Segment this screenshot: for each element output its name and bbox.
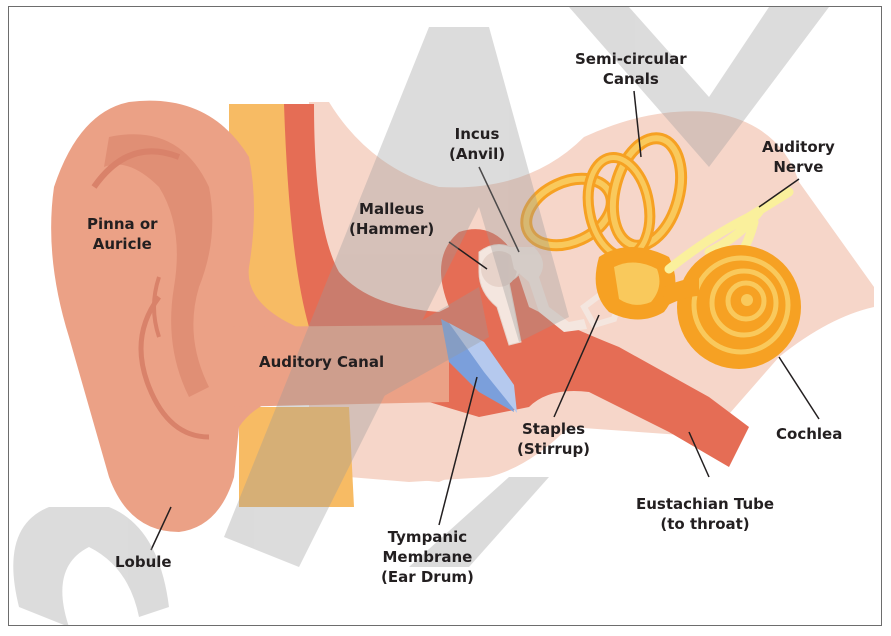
cochlea-stem bbox=[664, 287, 699, 297]
vestibule-highlight bbox=[614, 262, 659, 304]
label-staples: Staples(Stirrup) bbox=[517, 419, 590, 459]
label-malleus: Malleus(Hammer) bbox=[349, 199, 434, 239]
label-eustachian-tube: Eustachian Tube(to throat) bbox=[636, 494, 774, 534]
label-auditory-canal: Auditory Canal bbox=[259, 352, 384, 372]
label-incus: Incus(Anvil) bbox=[449, 124, 505, 164]
fat-layer-lower bbox=[239, 407, 354, 507]
label-cochlea: Cochlea bbox=[776, 424, 842, 444]
cochlea-center bbox=[741, 294, 753, 306]
leader-cochlea bbox=[779, 357, 819, 419]
label-lobule: Lobule bbox=[115, 552, 172, 572]
